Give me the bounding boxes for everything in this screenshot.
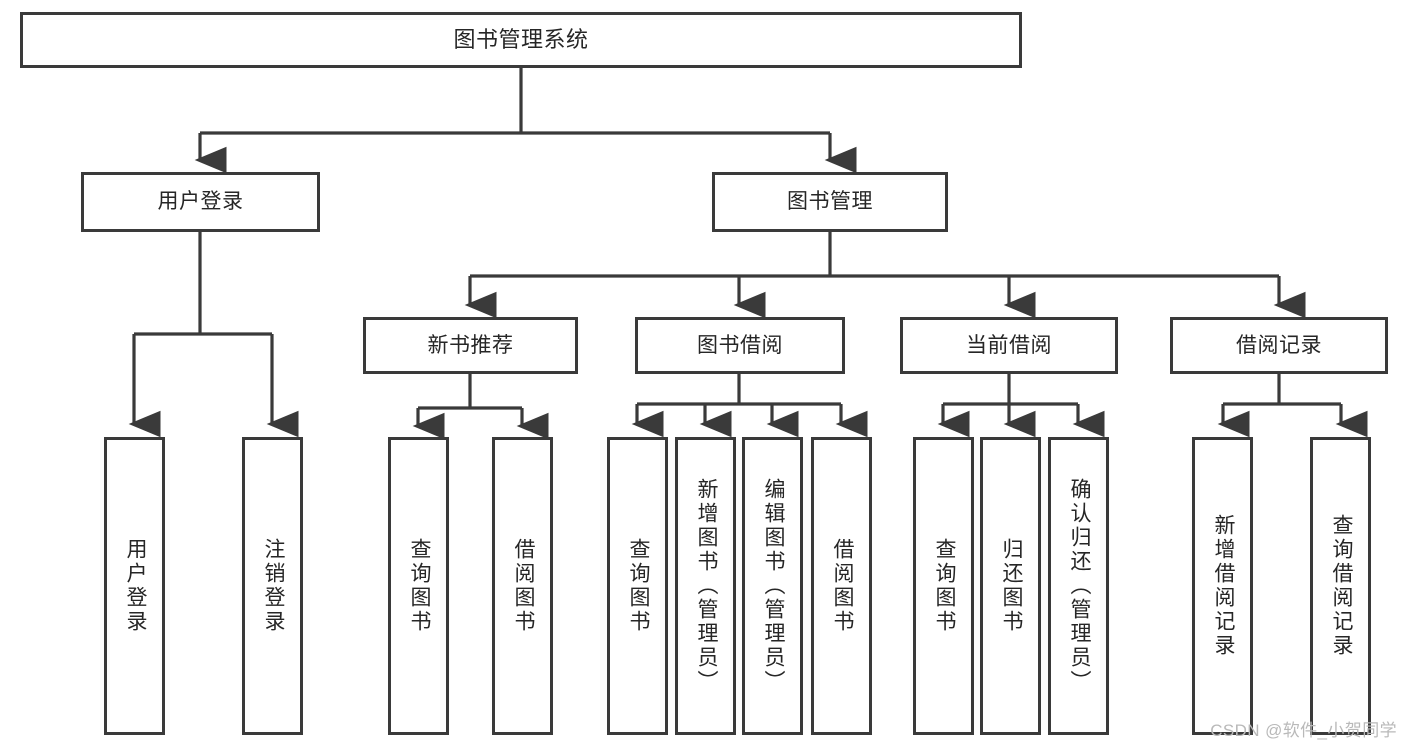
node-label: 借阅图书	[511, 538, 535, 634]
node-label: 查询图书	[407, 538, 431, 634]
leaf-newbook-borrow-book[interactable]: 借阅图书	[492, 437, 553, 735]
node-book-borrow[interactable]: 图书借阅	[635, 317, 845, 374]
node-label: 图书管理系统	[453, 26, 589, 52]
leaf-borrow-edit-book-admin[interactable]: 编辑图书（管理员）	[742, 437, 803, 735]
node-new-book-recommend[interactable]: 新书推荐	[363, 317, 578, 374]
node-label: 查询借阅记录	[1329, 514, 1353, 658]
leaf-current-return-book[interactable]: 归还图书	[980, 437, 1041, 735]
node-root-system[interactable]: 图书管理系统	[20, 12, 1022, 68]
leaf-current-confirm-return-admin[interactable]: 确认归还（管理员）	[1048, 437, 1109, 735]
leaf-records-add-record[interactable]: 新增借阅记录	[1192, 437, 1253, 735]
node-current-borrow[interactable]: 当前借阅	[900, 317, 1118, 374]
node-label: 新增图书（管理员）	[694, 478, 718, 694]
node-label: 借阅记录	[1236, 333, 1322, 357]
node-borrow-records[interactable]: 借阅记录	[1170, 317, 1388, 374]
node-user-login[interactable]: 用户登录	[81, 172, 320, 232]
node-label: 查询图书	[626, 538, 650, 634]
leaf-user-logout[interactable]: 注销登录	[242, 437, 303, 735]
node-label: 用户登录	[123, 538, 147, 634]
leaf-records-query-record[interactable]: 查询借阅记录	[1310, 437, 1371, 735]
leaf-borrow-query-book[interactable]: 查询图书	[607, 437, 668, 735]
leaf-borrow-borrow-book[interactable]: 借阅图书	[811, 437, 872, 735]
node-label: 新增借阅记录	[1211, 514, 1235, 658]
node-book-management[interactable]: 图书管理	[712, 172, 948, 232]
node-label: 借阅图书	[830, 538, 854, 634]
node-label: 编辑图书（管理员）	[761, 478, 785, 694]
node-label: 确认归还（管理员）	[1067, 478, 1091, 694]
node-label: 注销登录	[261, 538, 285, 634]
node-label: 当前借阅	[966, 333, 1052, 357]
leaf-newbook-query-book[interactable]: 查询图书	[388, 437, 449, 735]
node-label: 图书管理	[787, 190, 873, 214]
node-label: 新书推荐	[427, 333, 514, 357]
leaf-user-login[interactable]: 用户登录	[104, 437, 165, 735]
node-label: 图书借阅	[697, 333, 783, 357]
node-label: 查询图书	[932, 538, 956, 634]
node-label: 归还图书	[999, 538, 1023, 634]
leaf-current-query-book[interactable]: 查询图书	[913, 437, 974, 735]
node-label: 用户登录	[157, 190, 244, 214]
leaf-borrow-add-book-admin[interactable]: 新增图书（管理员）	[675, 437, 736, 735]
